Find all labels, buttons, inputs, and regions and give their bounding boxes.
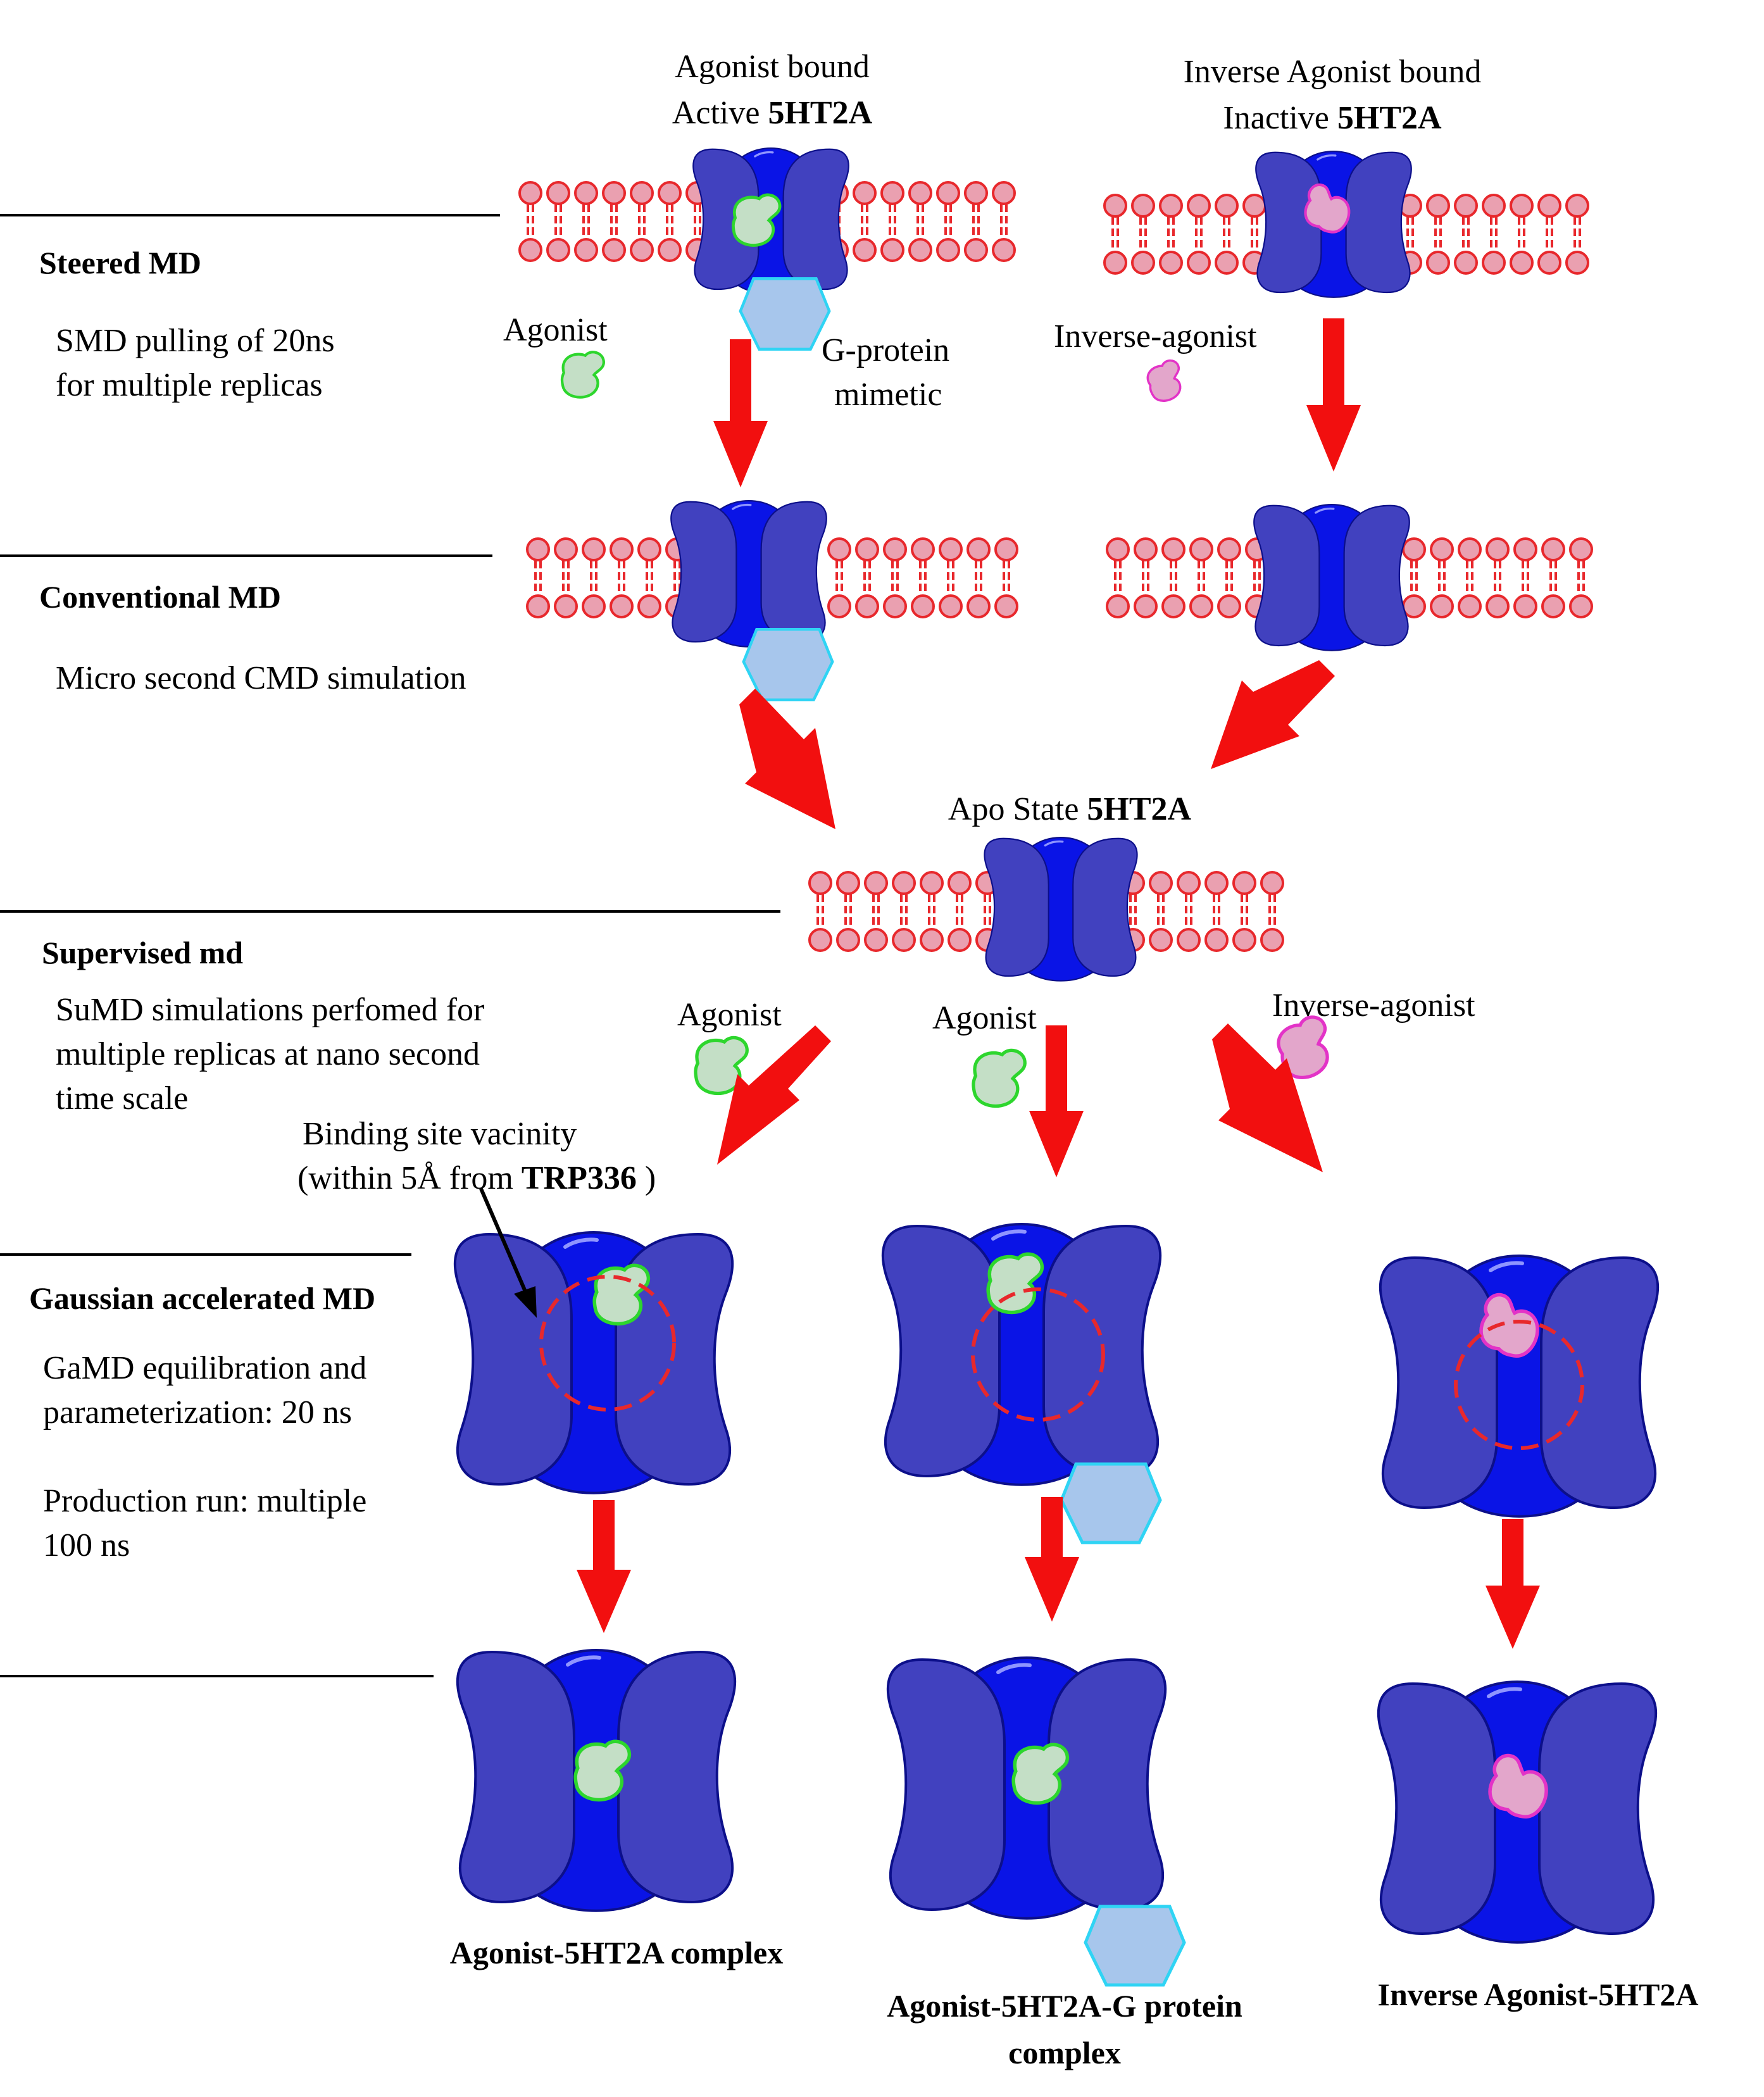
stage-desc-line: time scale (56, 1080, 188, 1117)
stage-steered-md: Steered MD SMD pulling of 20ns for multi… (39, 245, 335, 403)
receptor-gamd-right (1380, 1256, 1658, 1517)
stage-desc-line: SuMD simulations perfomed for (56, 992, 484, 1028)
arrow-sumd-middle (1029, 1025, 1084, 1177)
label-agonist-middle: Agonist (932, 1000, 1037, 1036)
stage-title: Gaussian accelerated MD (29, 1280, 375, 1316)
arrow-cmd-right-diag (1211, 660, 1335, 769)
stage-desc-line: multiple replicas at nano second (56, 1036, 480, 1072)
inactive-title-bold: 5HT2A (1337, 100, 1442, 136)
final-label-left: Agonist-5HT2A complex (450, 1935, 783, 1970)
receptor-gamd-left (455, 1232, 732, 1493)
agonist-ligand-free-middle (973, 1050, 1025, 1106)
apo-title-plain: Apo State (948, 791, 1087, 827)
inactive-title-line2: Inactive 5HT2A (1223, 100, 1442, 136)
pointer-arrowhead (514, 1286, 537, 1318)
active-title-plain: Active (672, 95, 768, 131)
stage-supervised-md: Supervised md SuMD simulations perfomed … (42, 935, 484, 1117)
final-label-right: Inverse Agonist-5HT2A (1378, 1977, 1699, 2012)
label-inverse-agonist: Inverse-agonist (1054, 318, 1257, 354)
g-protein-cmd (744, 629, 832, 700)
binding-site-plain: (within 5Å from (297, 1160, 522, 1196)
arrow-gamd-left (577, 1500, 631, 1633)
stage-desc-line: GaMD equilibration and (43, 1350, 366, 1386)
arrow-inactive-down (1306, 318, 1361, 472)
label-gprotein-line1: G-protein (822, 332, 949, 368)
agonist-ligand-free (562, 352, 604, 397)
arrow-gamd-right (1486, 1519, 1540, 1649)
g-protein-gamd-middle (1061, 1464, 1160, 1543)
stage-title: Conventional MD (39, 579, 281, 615)
binding-site-end: ) (637, 1160, 656, 1196)
arrow-cmd-left-diag (739, 689, 835, 829)
label-agonist-left: Agonist (677, 997, 782, 1033)
binding-site-residue: TRP336 (522, 1160, 637, 1196)
stage-desc-line: Micro second CMD simulation (56, 660, 466, 696)
arrow-sumd-right (1212, 1023, 1323, 1172)
binding-site-line1: Binding site vacinity (303, 1116, 577, 1152)
stage-desc-line: parameterization: 20 ns (43, 1394, 352, 1430)
stage-title: Supervised md (42, 935, 243, 970)
arrow-active-down (713, 339, 768, 487)
process-arrows (577, 318, 1540, 1649)
binding-site-circle-left (539, 1275, 676, 1412)
stage-title: Steered MD (39, 245, 201, 280)
pointer-arrow (479, 1187, 530, 1300)
g-protein-final-middle (1085, 1906, 1184, 1985)
stage-conventional-md: Conventional MD Micro second CMD simulat… (39, 579, 466, 696)
binding-site-line2: (within 5Å from TRP336 ) (297, 1160, 656, 1196)
inverse-agonist-ligand-free (1142, 356, 1189, 406)
apo-title: Apo State 5HT2A (948, 791, 1192, 827)
binding-site-circle-middle (971, 1287, 1105, 1422)
inactive-title-line1: Inverse Agonist bound (1184, 54, 1482, 90)
label-agonist: Agonist (503, 312, 608, 348)
binding-site-circle-right (1454, 1320, 1584, 1450)
section-dividers (0, 214, 780, 1677)
arrow-gamd-middle (1025, 1497, 1079, 1622)
stage-desc-line: for multiple replicas (56, 367, 323, 403)
final-label-middle-line2: complex (1008, 2035, 1121, 2070)
arrow-sumd-left (717, 1025, 831, 1165)
g-protein-top (741, 279, 829, 349)
stage-desc-line: Production run: multiple (43, 1483, 366, 1519)
stage-desc-line: SMD pulling of 20ns (56, 323, 335, 359)
active-title-bold: 5HT2A (768, 95, 872, 131)
receptor-apo (983, 836, 1139, 982)
inactive-title-plain: Inactive (1223, 100, 1337, 136)
label-inverse-agonist-right: Inverse-agonist (1272, 987, 1475, 1023)
final-label-middle-line1: Agonist-5HT2A-G protein (887, 1988, 1242, 2024)
stage-gaussian-accelerated-md: Gaussian accelerated MD GaMD equilibrati… (29, 1280, 375, 1563)
receptor-inactive-cmd (1253, 503, 1411, 652)
stage-desc-line: 100 ns (43, 1527, 130, 1563)
active-title-line1: Agonist bound (675, 49, 870, 85)
active-title-line2: Active 5HT2A (672, 95, 873, 131)
label-gprotein-line2: mimetic (834, 377, 942, 413)
apo-title-bold: 5HT2A (1087, 791, 1191, 827)
receptor-active-cmd (670, 499, 828, 648)
